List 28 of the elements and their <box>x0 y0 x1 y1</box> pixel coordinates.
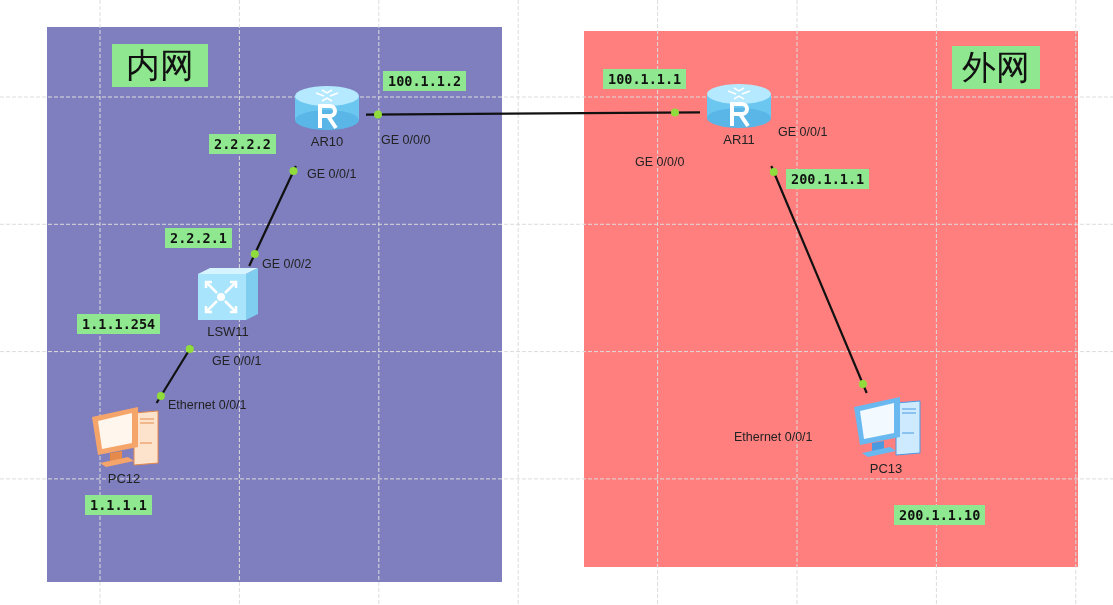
port-label: Ethernet 0/0/1 <box>734 430 813 444</box>
ip-address-tag: 1.1.1.254 <box>77 314 161 334</box>
device-label: PC12 <box>106 471 142 487</box>
port-label: Ethernet 0/0/1 <box>168 398 247 412</box>
device-label: AR11 <box>722 132 756 148</box>
network-zone <box>47 27 502 582</box>
port-label: GE 0/0/1 <box>778 125 828 139</box>
device-label: AR10 <box>309 134 345 150</box>
port-label: GE 0/0/0 <box>635 155 685 169</box>
device-label: LSW11 <box>206 324 250 340</box>
ip-address-tag: 100.1.1.1 <box>603 69 687 89</box>
ip-address-tag: 1.1.1.1 <box>85 495 152 515</box>
port-label: GE 0/0/0 <box>381 133 431 147</box>
zone-heading: 外网 <box>952 46 1040 89</box>
network-link <box>366 111 700 116</box>
zone-heading: 内网 <box>112 44 208 87</box>
network-zone <box>584 31 1078 567</box>
ip-address-tag: 2.2.2.1 <box>165 228 232 248</box>
network-link <box>248 165 297 267</box>
network-link <box>770 165 868 394</box>
port-label: GE 0/0/2 <box>262 257 312 271</box>
ip-address-tag: 2.2.2.2 <box>209 134 276 154</box>
ip-address-tag: 100.1.1.2 <box>383 71 467 91</box>
device-label: PC13 <box>868 461 904 477</box>
port-label: GE 0/0/1 <box>307 167 357 181</box>
ip-address-tag: 200.1.1.10 <box>894 505 986 525</box>
ip-address-tag: 200.1.1.1 <box>786 169 870 189</box>
port-label: GE 0/0/1 <box>212 354 262 368</box>
